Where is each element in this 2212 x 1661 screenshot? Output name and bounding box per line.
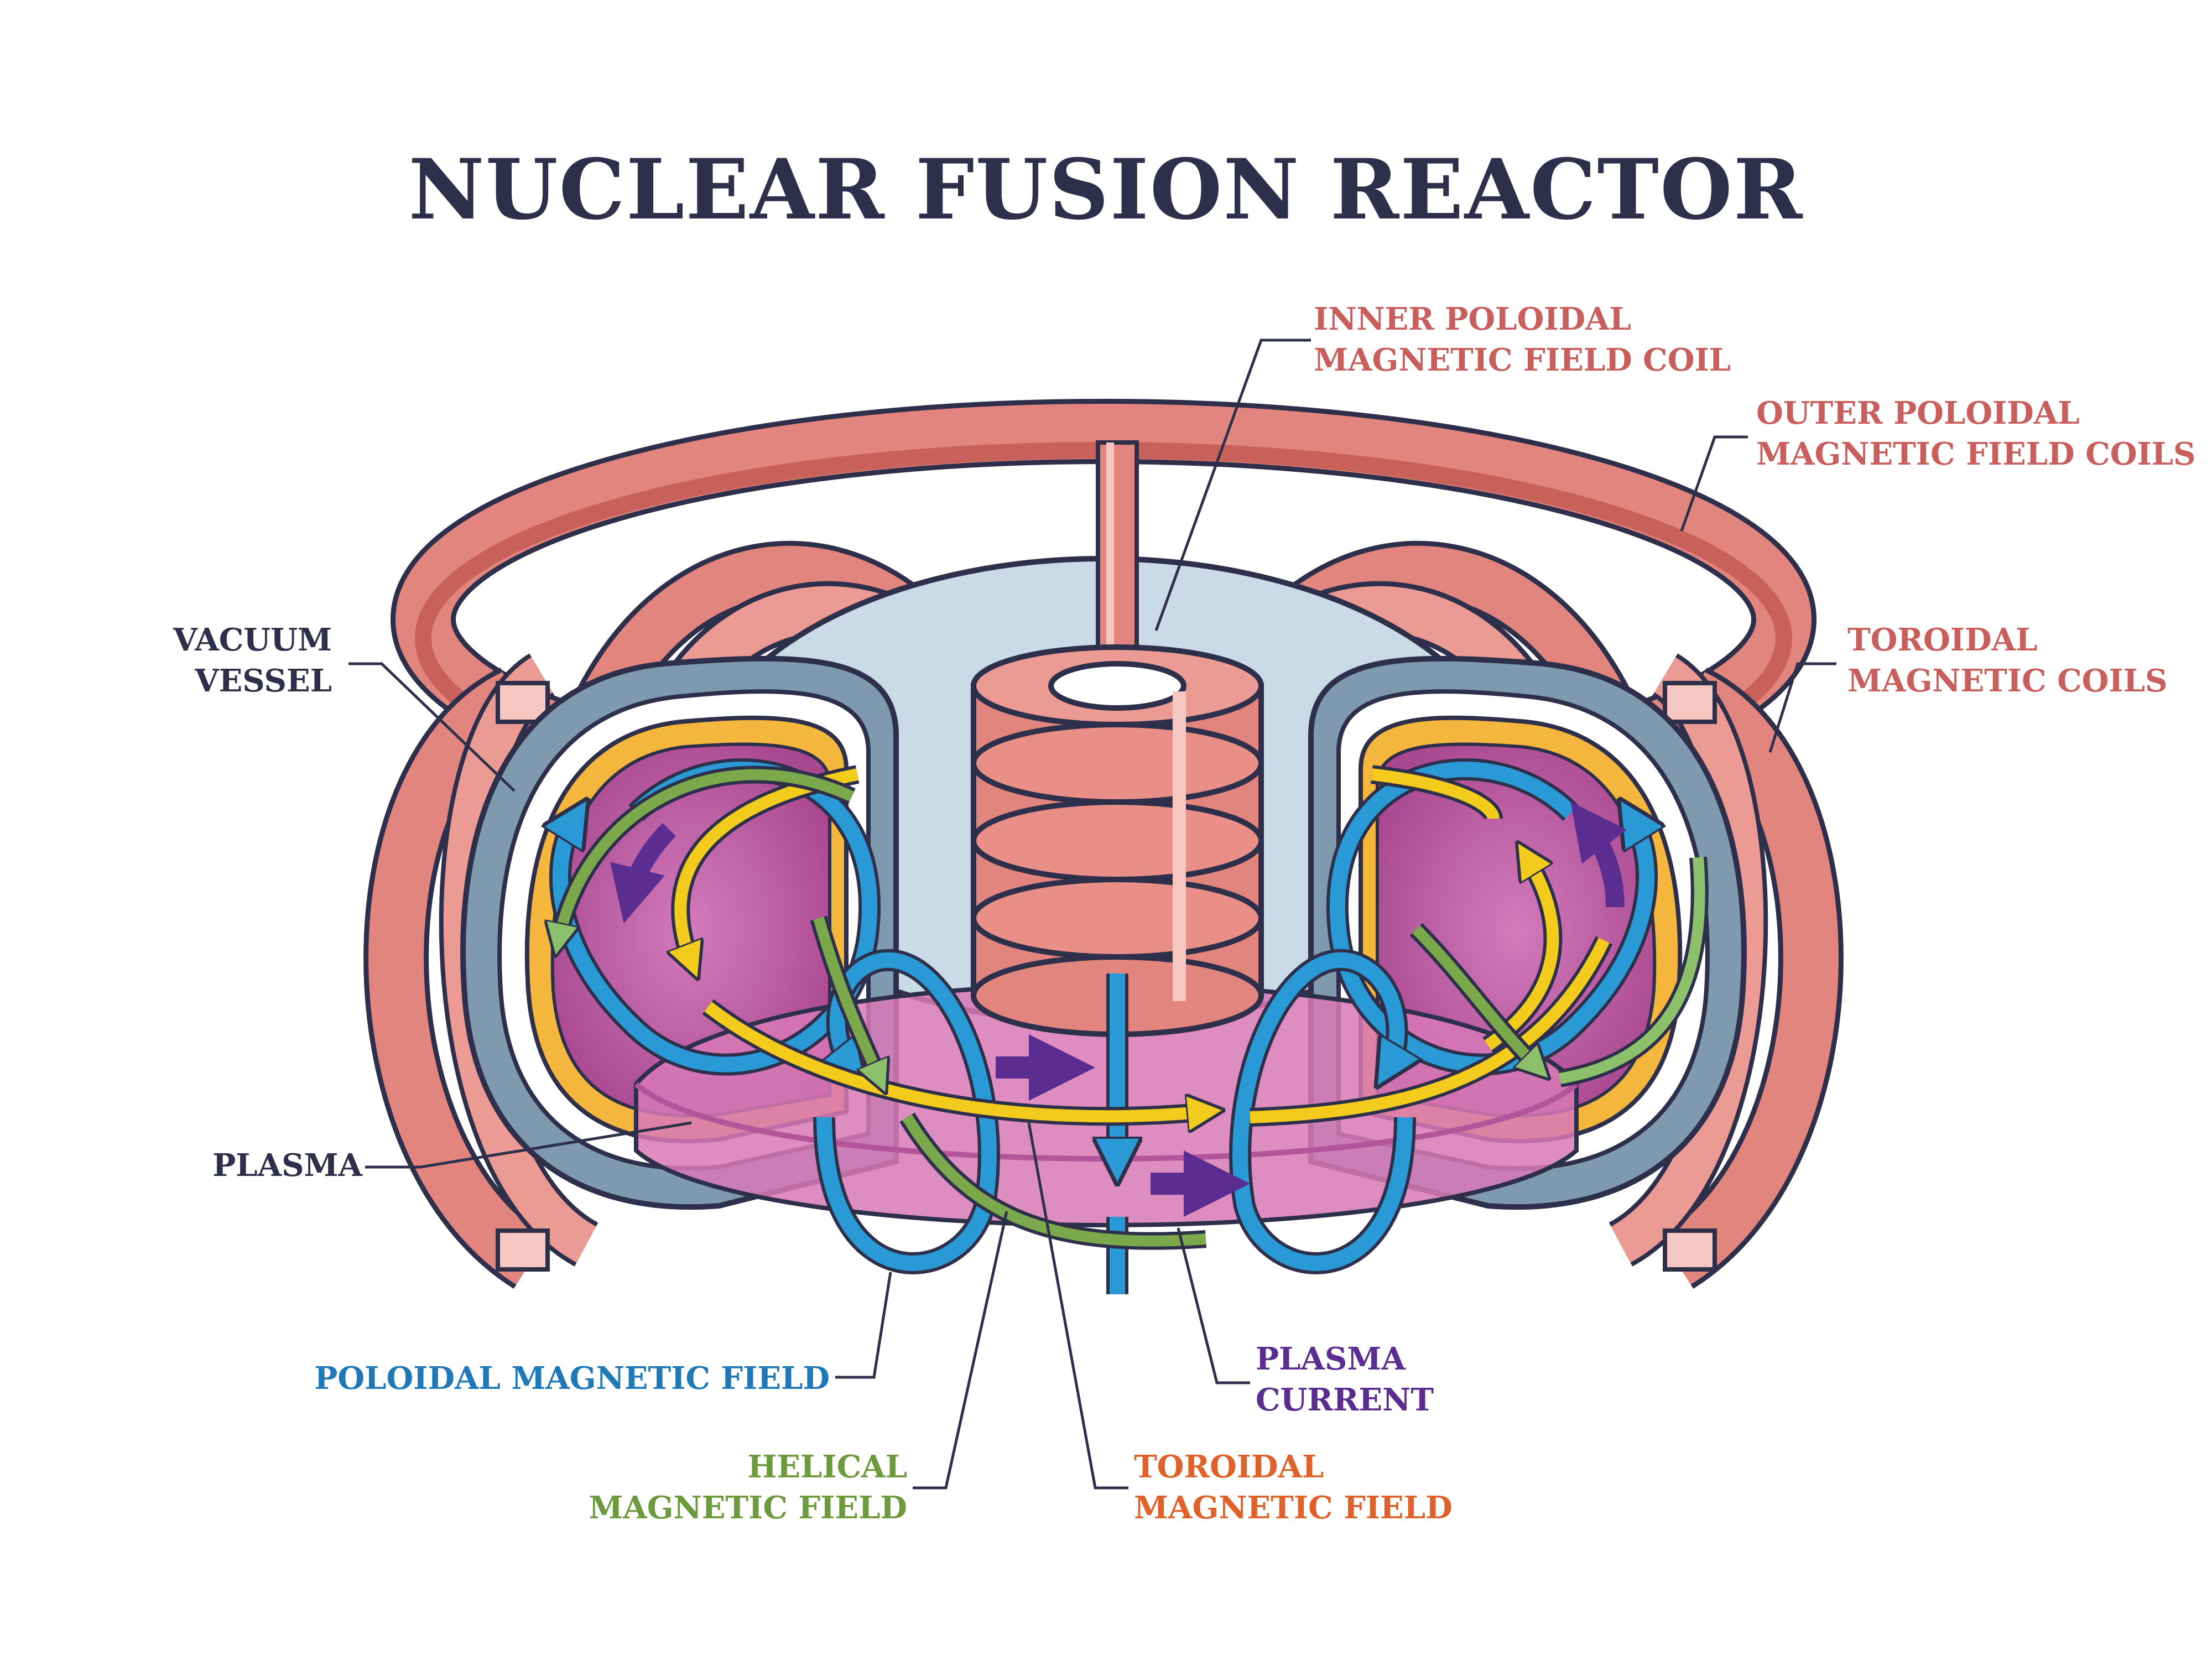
label-plasma-current: PLASMA CURRENT [1256,1339,1434,1420]
label-line: PLASMA [212,1147,362,1184]
plasma-current-arrows [610,801,1627,1217]
label-line: VESSEL [195,663,332,699]
label-line: INNER POLOIDAL [1314,301,1631,337]
central-solenoid [971,440,1264,1037]
label-line: TOROIDAL [1847,622,2038,658]
label-line: MAGNETIC FIELD COILS [1756,436,2196,472]
label-line: PLASMA [1256,1341,1406,1377]
label-line: VACUUM [173,622,332,658]
label-plasma: PLASMA [166,1145,362,1186]
label-helical-magnetic-field: HELICAL MAGNETIC FIELD [553,1446,907,1528]
helical-field-lines [559,766,1709,1250]
leader-lines [348,339,1836,1490]
label-line: OUTER POLOIDAL [1756,395,2080,431]
label-line: CURRENT [1256,1382,1434,1418]
label-inner-poloidal-coil: INNER POLOIDAL MAGNETIC FIELD COIL [1314,299,1731,381]
label-line: TOROIDAL [1134,1449,1324,1485]
label-toroidal-magnetic-coils: TOROIDAL MAGNETIC COILS [1847,619,2167,701]
diagram-title: NUCLEAR FUSION REACTOR [408,141,1804,238]
label-line: MAGNETIC FIELD [1134,1490,1453,1526]
label-vacuum-vessel: VACUUM VESSEL [166,619,332,701]
label-line: MAGNETIC COILS [1847,663,2168,699]
label-poloidal-magnetic-field: POLOIDAL MAGNETIC FIELD [277,1358,830,1399]
label-line: POLOIDAL MAGNETIC FIELD [314,1360,830,1397]
label-line: HELICAL [747,1449,907,1485]
label-outer-poloidal-coils: OUTER POLOIDAL MAGNETIC FIELD COILS [1756,393,2196,475]
label-line: MAGNETIC FIELD [589,1490,907,1526]
label-line: MAGNETIC FIELD COIL [1314,342,1731,378]
label-toroidal-magnetic-field: TOROIDAL MAGNETIC FIELD [1134,1446,1453,1528]
